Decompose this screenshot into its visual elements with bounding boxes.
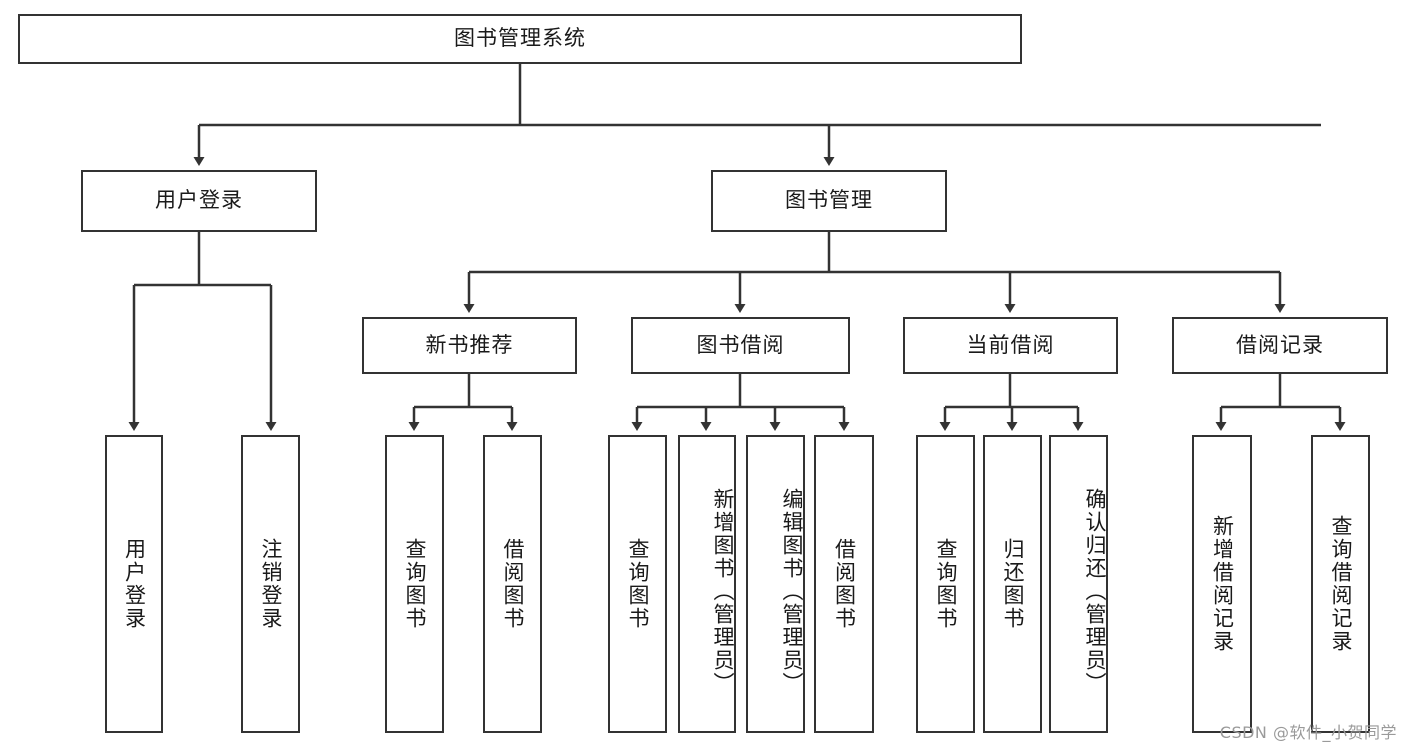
node-label: 查询借阅记录 [1329,515,1354,653]
node-label: 图书管理 [785,188,873,213]
leaf-current-borrow-confirm-return-admin[interactable]: 确认归还（管理员） [1049,435,1108,733]
leaf-user-login-signout[interactable]: 注销登录 [241,435,300,733]
node-new-book-recommend[interactable]: 新书推荐 [362,317,577,374]
leaf-borrow-record-query-record[interactable]: 查询借阅记录 [1311,435,1370,733]
node-user-login[interactable]: 用户登录 [81,170,317,232]
node-label: 用户登录 [122,538,147,630]
node-label: 注销登录 [259,538,284,630]
node-label: 确认归还（管理员） [1083,487,1107,695]
node-label: 新书推荐 [425,332,514,357]
node-label: 新增借阅记录 [1210,515,1235,653]
node-label: 图书管理系统 [454,26,586,51]
node-label: 新增图书（管理员） [711,487,735,695]
leaf-book-borrow-add-book-admin[interactable]: 新增图书（管理员） [678,435,736,733]
leaf-user-login-signin[interactable]: 用户登录 [105,435,163,733]
node-book-borrow[interactable]: 图书借阅 [631,317,850,374]
node-label: 借阅记录 [1236,332,1324,357]
leaf-borrow-record-add-record[interactable]: 新增借阅记录 [1192,435,1252,733]
leaf-current-borrow-query-book[interactable]: 查询图书 [916,435,975,733]
node-label: 编辑图书（管理员） [780,487,804,695]
node-label: 查询图书 [626,538,651,630]
node-label: 当前借阅 [966,332,1055,357]
leaf-current-borrow-return-book[interactable]: 归还图书 [983,435,1042,733]
node-label: 查询图书 [403,538,428,630]
node-borrow-record[interactable]: 借阅记录 [1172,317,1388,374]
leaf-book-borrow-borrow-book[interactable]: 借阅图书 [814,435,874,733]
node-label: 借阅图书 [501,538,526,630]
node-label: 借阅图书 [832,538,857,630]
leaf-book-borrow-edit-book-admin[interactable]: 编辑图书（管理员） [746,435,805,733]
leaf-new-book-borrow-book[interactable]: 借阅图书 [483,435,542,733]
node-label: 归还图书 [1001,538,1026,630]
node-label: 用户登录 [155,188,243,213]
node-current-borrow[interactable]: 当前借阅 [903,317,1118,374]
node-book-management[interactable]: 图书管理 [711,170,947,232]
leaf-book-borrow-query-book[interactable]: 查询图书 [608,435,667,733]
watermark-text: CSDN @软件_小贺同学 [1219,723,1397,742]
node-label: 查询图书 [934,538,959,630]
node-label: 图书借阅 [696,332,785,357]
leaf-new-book-query-book[interactable]: 查询图书 [385,435,444,733]
node-root-book-management-system[interactable]: 图书管理系统 [18,14,1022,64]
